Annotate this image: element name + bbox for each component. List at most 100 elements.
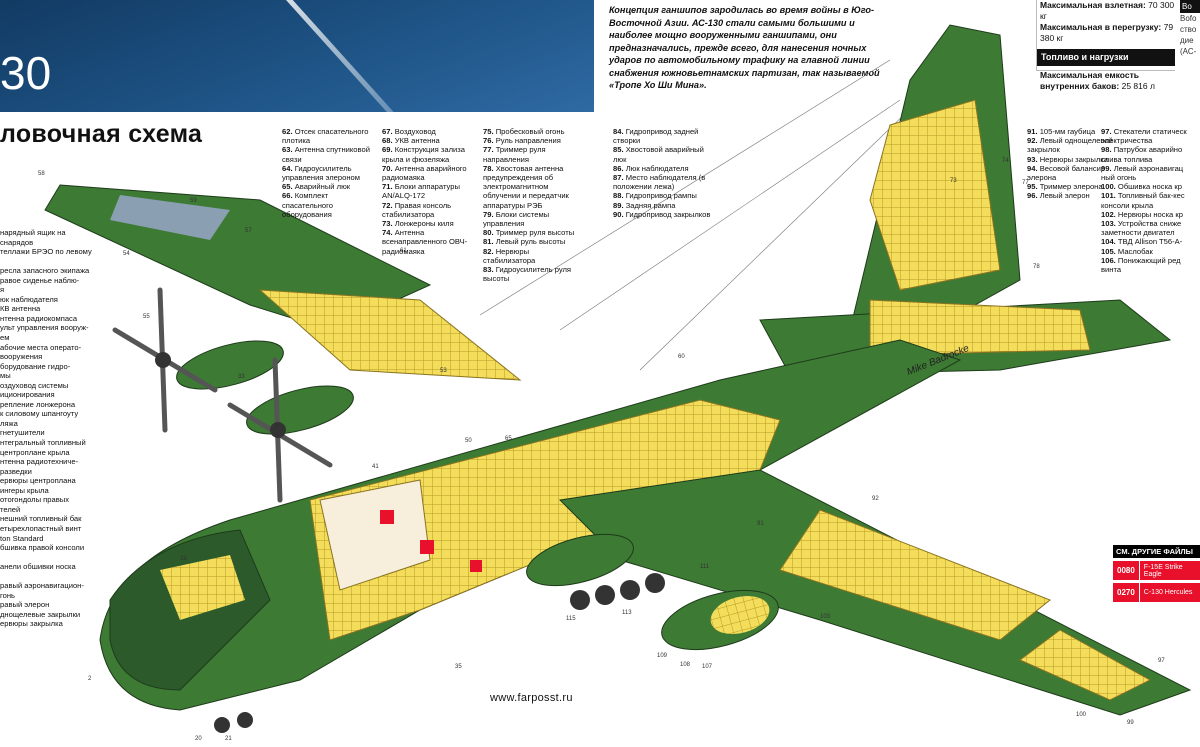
legend-text: Аварийный люк	[294, 182, 351, 192]
legend-number: 88.	[613, 191, 624, 201]
legend-left-line: борудование гидро-	[0, 361, 71, 371]
legend-text: Нервюры закрылка	[1039, 154, 1108, 164]
spec-value: 79 380 кг	[1040, 22, 1174, 43]
legend-item: 99. Левый аэронавигац	[1101, 164, 1200, 173]
legend-left-line: теллажи БРЭО по левому	[0, 247, 92, 257]
legend-item: 91. 105-мм гаубица	[1027, 127, 1123, 136]
spec-max-overload: Максимальная в перегрузку: 79 380 кг	[1037, 22, 1175, 44]
legend-text: Нервюры стабилизатора	[483, 246, 536, 265]
see-files-header: СМ. ДРУГИЕ ФАЙЛЫ	[1113, 545, 1200, 558]
spec-value: 70 300 кг	[1040, 0, 1175, 21]
legend-left-line: оздуховод системы	[0, 380, 69, 390]
spec-fuel: Максимальная емкость внутренних баков: 2…	[1037, 70, 1175, 92]
legend-text: винта	[1101, 265, 1122, 275]
legend-item: 100. Обшивка носка кр	[1101, 182, 1200, 191]
legend-text: Хвостовой аварийный люк	[613, 145, 704, 164]
legend-text: Гидроусилитель руля высоты	[483, 265, 572, 284]
legend-left-line: ресла запасного экипажа	[0, 266, 90, 276]
legend-text: Триммер элерона	[1039, 182, 1103, 192]
file-name: C-130 Hercules	[1143, 589, 1193, 596]
legend-number: 106.	[1101, 255, 1116, 265]
legend-number: 102.	[1101, 209, 1116, 219]
left-wing-structure	[258, 289, 522, 381]
legend-number: 82.	[483, 246, 494, 256]
legend-number: 92.	[1027, 136, 1038, 146]
engine-2	[246, 385, 354, 435]
left-wing-camo	[110, 195, 230, 240]
legend-item: 75. Пробесковый огонь	[483, 127, 581, 136]
callout: 57	[245, 228, 252, 234]
legend-item: 89. Задняя рампа	[613, 201, 717, 210]
right-wing-structure	[779, 509, 1051, 641]
legend-number: 85.	[613, 145, 624, 155]
legend-text: Гидропривод рампы	[625, 191, 697, 201]
legend-text: Люк наблюдателя	[625, 163, 689, 173]
legend-text: Стекатели статическ	[1113, 127, 1187, 136]
legend-number: 86.	[613, 163, 624, 173]
legend-left-line: разведки	[0, 466, 32, 476]
callout: 59	[190, 198, 197, 204]
legend-text: Антенна аварийного радиомаяка	[382, 163, 467, 183]
header-photo: 30	[0, 0, 594, 112]
legend-item: 90. Гидропривод закрылков	[613, 210, 717, 219]
callout: 100	[1076, 712, 1087, 718]
red-seat	[380, 510, 394, 524]
legend-number: 72.	[382, 200, 393, 210]
landing-gear	[214, 573, 665, 733]
legend-number: 96.	[1027, 191, 1038, 201]
legend-item: 71. Блоки аппаратуры AN/ALQ-172	[382, 182, 474, 200]
legend-item: 82. Нервюры стабилизатора	[483, 247, 581, 265]
callout: 58	[38, 171, 45, 177]
legend-text: Хвостовая антенна предупреждения об элек…	[483, 163, 569, 210]
legend-number: 83.	[483, 265, 494, 275]
callout: 103	[820, 614, 831, 620]
legend-text: Триммер руля направления	[483, 145, 546, 164]
legend-text: Антенна всенаправленного ОВЧ-радиомаяка	[382, 228, 468, 256]
legend-item: 106. Понижающий ред	[1101, 256, 1200, 265]
callout: 78	[1033, 264, 1040, 270]
legend-left-line: гнетушители	[0, 428, 45, 438]
callout: 111	[700, 564, 710, 570]
legend-item: 96. Левый элерон	[1027, 191, 1123, 200]
legend-number: 95.	[1027, 182, 1038, 192]
legend-text: УКВ антенна	[394, 136, 440, 146]
website-url[interactable]: www.farposst.ru	[490, 692, 573, 704]
legend-item: 80. Триммер руля высоты	[483, 228, 581, 237]
callout: 73	[950, 178, 957, 184]
legend-number: 105.	[1101, 246, 1116, 256]
legend-item: 69. Конструкция зализа крыла и фюзеляжа	[382, 145, 474, 163]
file-link-c130[interactable]: 0270 C-130 Hercules	[1113, 583, 1200, 602]
legend-number: 81.	[483, 237, 494, 247]
legend-left-line: равый аэронавигацион-	[0, 581, 84, 591]
intro-paragraph: Концепция ганшипов зародилась во время в…	[609, 5, 880, 90]
file-link-f15e[interactable]: 0080 F-15E Strike Eagle	[1113, 561, 1200, 580]
spinner-1	[155, 352, 171, 368]
callout: 33	[238, 374, 245, 380]
legend-text: Антенна спутниковой связи	[282, 145, 370, 164]
legend-text: Триммер руля высоты	[495, 228, 575, 238]
callout: 54	[123, 251, 130, 257]
legend-number: 73.	[382, 219, 393, 229]
legend-text: Маслобак	[1117, 246, 1153, 256]
legend-left-line: вооружения	[0, 352, 43, 362]
legend-text: Отсек спасательного плотика	[282, 127, 369, 146]
legend-number: 66.	[282, 191, 293, 201]
legend-text: Пробесковый огонь	[495, 127, 565, 136]
legend-text: Задняя рампа	[625, 200, 676, 210]
legend-text: Конструкция зализа крыла и фюзеляжа	[382, 145, 465, 164]
legend-left-line	[0, 572, 112, 582]
spec-label: Максимальная взлетная:	[1040, 0, 1146, 10]
legend-item: 76. Руль направления	[483, 136, 581, 145]
legend-item: 103. Устройства сниже	[1101, 219, 1200, 228]
legend-text: Левый однощелевой закрылок	[1027, 136, 1113, 155]
legend-text: Левый аэронавигац	[1113, 163, 1184, 173]
legend-number: 62.	[282, 127, 293, 136]
legend-item: консоли крыла	[1101, 201, 1200, 210]
cockpit-structure	[160, 555, 245, 620]
callout: 2	[88, 676, 92, 682]
side-line: (АС-	[1180, 47, 1197, 56]
